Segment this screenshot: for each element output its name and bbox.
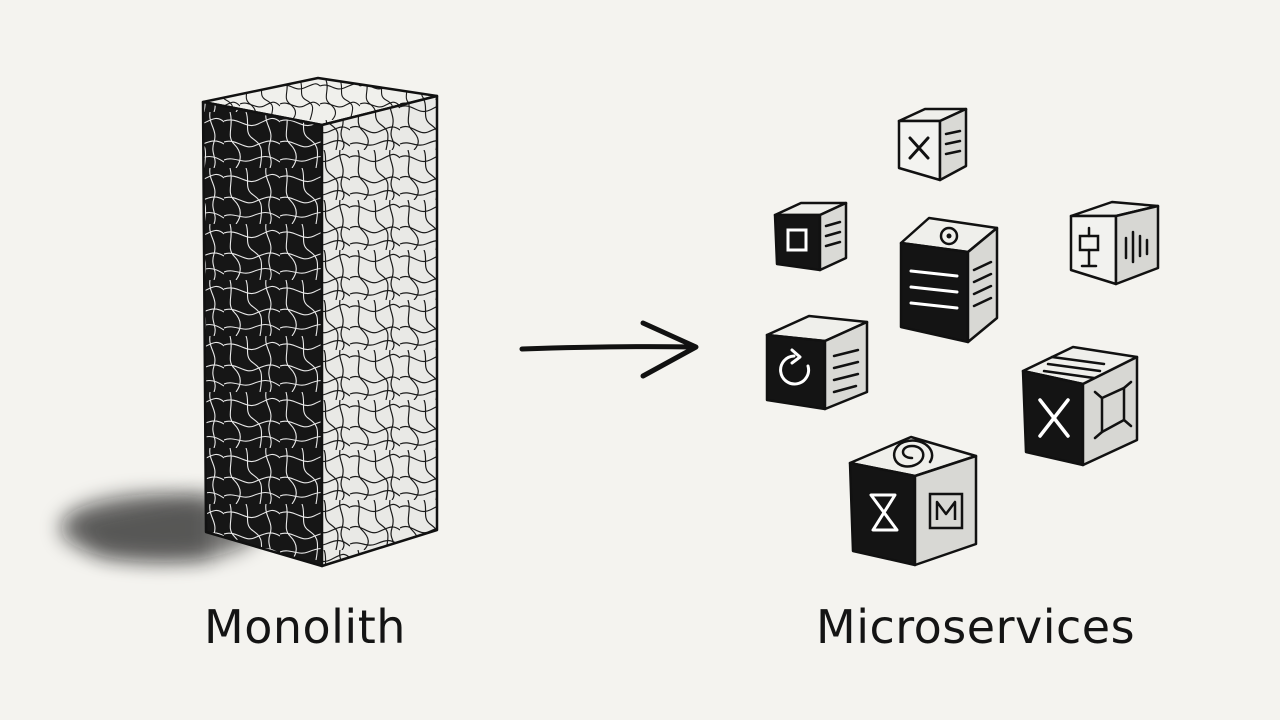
node-bars-icon — [1069, 200, 1160, 286]
x-frame-icon — [1021, 345, 1139, 467]
monolith-label: Monolith — [204, 600, 406, 654]
microservices-label: Microservices — [816, 600, 1136, 654]
x-lines-icon — [897, 107, 968, 182]
target-lines-icon — [899, 216, 999, 344]
transition-arrow-icon — [519, 320, 699, 379]
hourglass-m-icon — [848, 435, 978, 567]
monolith-block-icon — [60, 76, 439, 568]
refresh-lines-icon — [765, 314, 869, 411]
square-lines-icon — [773, 201, 848, 272]
